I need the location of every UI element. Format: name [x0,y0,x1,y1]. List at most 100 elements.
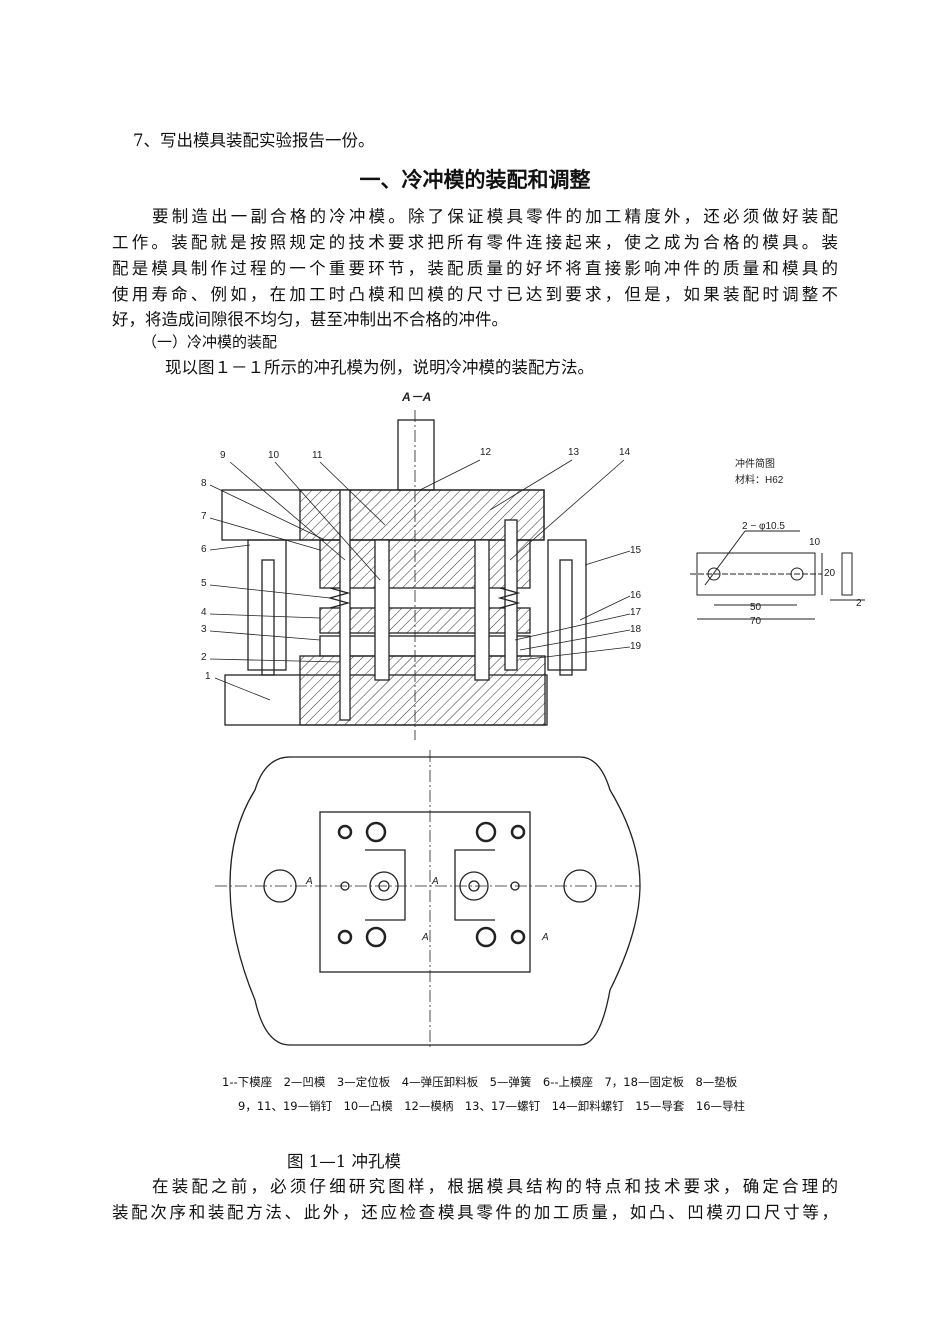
drawing-stroke [510,824,526,840]
drawing-stroke [497,587,521,609]
para1-line: 要制造出一副合格的冷冲模。除了保证模具零件的加工精度外，还必须做好装配 [152,207,838,226]
drawing-stroke [274,461,381,581]
drawing-stroke [261,559,275,676]
part-label: 13 [568,447,580,458]
drawing-stroke [214,677,271,701]
drawing-stroke [378,880,390,892]
part-label: 10 [268,450,280,461]
figure-caption: 图 1—1 冲孔模 [287,1152,401,1171]
section-mark: A [421,932,429,943]
drawing-stroke [337,824,353,840]
legend-line: 1--下模座 2—凹模 3—定位板 4—弹压卸料板 5—弹簧 6--上模座 7，… [222,1075,738,1089]
drawing-stroke: A A A A [305,876,549,943]
locating-plate [319,635,531,657]
drawing-stroke [340,881,350,891]
part-label: 18 [630,624,642,635]
drawing-stroke [475,821,497,843]
plan-view-outline [229,756,641,1046]
part-label: 19 [630,641,642,652]
part-label: 5 [201,578,207,589]
drawing-stroke [369,871,399,901]
drawing-stroke: 冲件简图 材料：H62 2 − φ10.5 50 70 10 20 2 [735,457,862,627]
part-label: 11 [312,450,323,461]
part-label: 17 [630,607,642,618]
drawing-stroke [209,584,331,599]
drawing-stroke [209,613,321,619]
section-mark: A [305,876,313,887]
drawing-stroke [337,821,526,948]
drawing-stroke [209,544,251,551]
drawing-stroke [509,459,625,561]
inset-material: 材料：H62 [735,473,784,486]
dim-20: 20 [824,568,836,579]
drawing-stroke [209,658,341,663]
drawing-stroke [510,881,520,891]
stripper-plate [319,607,531,634]
section-label: A－A [401,390,431,404]
intro-sentence: 现以图１－１所示的冲孔模为例，说明冷冲模的装配方法。 [165,358,594,377]
inset-title: 冲件简图 [735,457,775,470]
part-label: 15 [630,545,642,556]
part-label: 9 [220,450,226,461]
drawing-stroke [841,552,853,596]
part-label: 2 [201,652,207,663]
part-label: 3 [201,624,207,635]
guide-post-right [547,539,587,671]
drawing-stroke [209,459,631,701]
drawing-stroke [365,849,406,921]
para2-line: 在装配之前，必须仔细研究图样，根据模具结构的特点和技术要求，确定合理的 [152,1177,838,1196]
drawing-stroke [209,484,326,541]
drawing-stroke [489,459,573,511]
part-label: 12 [480,447,492,458]
drawing-stroke [454,849,495,921]
inset-hole-spec: 2 − φ10.5 [742,521,785,532]
drawing-stroke [514,613,631,641]
drawing-stroke [419,459,481,491]
legend-line: 9，11、19—销钉 10—凸模 12—模柄 13、17—螺钉 14—卸料螺钉 … [238,1099,746,1113]
item-7: 7、写出模具装配实验报告一份。 [133,131,375,150]
drawing-stroke [579,595,631,621]
drawing-stroke [563,869,597,903]
die-shank [397,419,435,491]
part-label: 4 [201,607,207,618]
drawing-stroke [229,461,346,561]
drawing-stroke [475,926,497,948]
subheading: （一）冷冲模的装配 [142,333,278,351]
para1-line: 好，将造成间隙很不均匀，甚至冲制出不合格的冲件。 [112,310,508,329]
drawing-stroke [365,926,387,948]
drawing-stroke [209,517,321,551]
para1-line: 工作。装配就是按照规定的技术要求把所有零件连接起来，使之成为合格的模具。装 [112,233,838,252]
drawing-stroke [690,530,865,620]
drawing-stroke [519,646,631,661]
drawing-stroke [337,929,353,945]
para2-line: 装配次序和装配方法、此外，还应检查模具零件的加工质量，如凸、凹模刃口尺寸等， [112,1203,838,1222]
part-label: 16 [630,590,642,601]
drawing-stroke [374,539,390,681]
drawing-stroke: 9 10 11 12 13 14 8 7 6 5 4 3 2 1 15 16 1… [201,447,642,682]
part-label: 14 [619,447,631,458]
drawing-stroke [319,811,531,973]
para1-line: 使用寿命、例如，在加工时凸模和凹模的尺寸已达到要求，但是，如果装配时调整不 [112,285,838,304]
punching-die-drawing: A－A 9 10 11 12 13 14 8 7 6 5 4 3 2 1 15 … [201,390,865,1050]
section-mark: A [541,932,549,943]
part-label: 1 [205,671,211,682]
drawing-stroke [474,539,490,681]
part-label: 8 [201,478,207,489]
section-title: 一、冷冲模的装配和调整 [359,168,591,192]
dim-2: 2 [856,598,862,609]
dim-50: 50 [750,602,762,613]
para1-line: 配是模具制作过程的一个重要环节，装配质量的好坏将直接影响冲件的质量和模具的 [112,259,838,278]
drawing-stroke [704,530,746,586]
drawing-stroke [459,871,489,901]
dim-70: 70 [750,616,762,627]
backing-fixing-plate [319,539,531,589]
drawing-stroke [365,821,387,843]
drawing-stroke [319,461,386,526]
drawing-stroke [510,929,526,945]
dim-10: 10 [809,537,821,548]
part-label: 6 [201,544,207,555]
drawing-stroke [519,629,631,651]
section-mark: A [431,876,439,887]
part-label: 7 [201,511,207,522]
